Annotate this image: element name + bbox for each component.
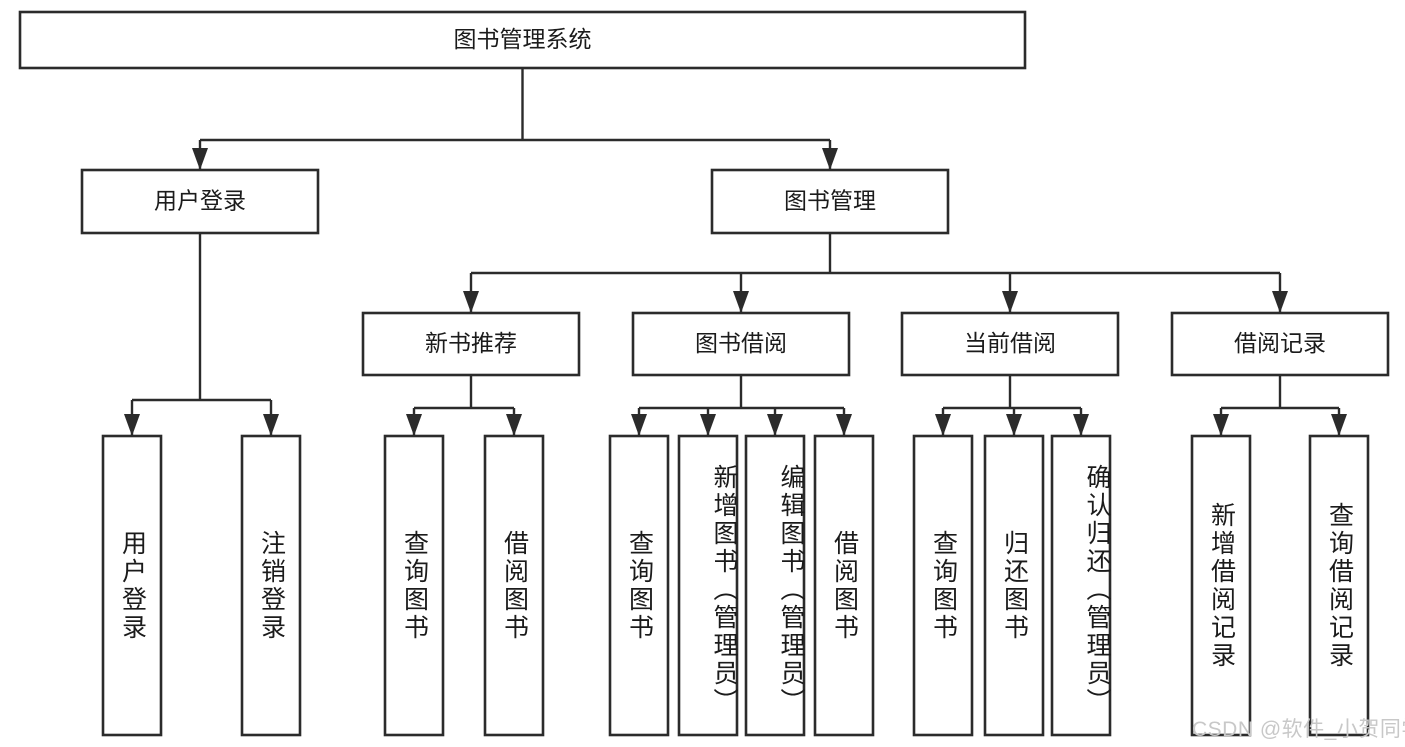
watermark-text: CSDN @软件_小贺同学 — [1192, 718, 1405, 741]
level3-box-借阅记录-3[interactable] — [1170, 311, 1390, 377]
arrow-icon-current-borrow-2 — [1073, 414, 1089, 436]
leaf-box-确认归还管理员-10[interactable] — [1050, 434, 1112, 737]
level3-box-新书推荐-0[interactable] — [361, 311, 581, 377]
leaf-box-归还图书-9[interactable] — [983, 434, 1045, 737]
leaf-box-查询图书-8[interactable] — [912, 434, 974, 737]
arrow-icon-new-book-1 — [506, 414, 522, 436]
level2-label-用户登录-0: 用户登录 — [154, 188, 246, 214]
root-label-图书管理系统: 图书管理系统 — [454, 26, 592, 52]
arrow-icon-book-borrow-2 — [767, 414, 783, 436]
arrow-icon-book-borrow-3 — [836, 414, 852, 436]
level3-label-当前借阅-2: 当前借阅 — [964, 330, 1056, 356]
arrow-icon-user-login-0 — [124, 414, 140, 436]
leaf-box-查询借阅记录-12[interactable] — [1308, 434, 1370, 737]
level2-label-图书管理-1: 图书管理 — [784, 188, 876, 214]
arrow-icon-current-borrow-0 — [935, 414, 951, 436]
level3-box-图书借阅-1[interactable] — [631, 311, 851, 377]
arrow-icon-book-mgmt-0 — [463, 291, 479, 313]
level3-label-图书借阅-1: 图书借阅 — [695, 330, 787, 356]
level2-box-图书管理-1[interactable] — [710, 168, 950, 235]
arrow-icon-book-borrow-1 — [700, 414, 716, 436]
arrow-icon-current-borrow-1 — [1006, 414, 1022, 436]
leaf-box-新增借阅记录-11[interactable] — [1190, 434, 1252, 737]
arrow-icon-root-1 — [822, 148, 838, 170]
leaf-box-编辑图书管理员-6[interactable] — [744, 434, 806, 737]
level3-label-借阅记录-3: 借阅记录 — [1234, 330, 1326, 356]
leaf-box-借阅图书-3[interactable] — [483, 434, 545, 737]
connector-layer — [124, 68, 1347, 436]
arrow-icon-new-book-0 — [406, 414, 422, 436]
leaf-box-借阅图书-7[interactable] — [813, 434, 875, 737]
level3-label-新书推荐-0: 新书推荐 — [425, 330, 517, 356]
level2-box-用户登录-0[interactable] — [80, 168, 320, 235]
leaf-box-新增图书管理员-5[interactable] — [677, 434, 739, 737]
arrow-icon-borrow-record-1 — [1331, 414, 1347, 436]
leaf-box-注销登录-1[interactable] — [240, 434, 302, 737]
root-box-图书管理系统[interactable] — [18, 10, 1027, 70]
arrow-icon-user-login-1 — [263, 414, 279, 436]
arrow-icon-book-mgmt-1 — [733, 291, 749, 313]
arrow-icon-book-borrow-0 — [631, 414, 647, 436]
leaf-box-用户登录-0[interactable] — [101, 434, 163, 737]
arrow-icon-book-mgmt-2 — [1002, 291, 1018, 313]
leaf-box-查询图书-2[interactable] — [383, 434, 445, 737]
level3-box-当前借阅-2[interactable] — [900, 311, 1120, 377]
leaf-box-查询图书-4[interactable] — [608, 434, 670, 737]
arrow-icon-root-0 — [192, 148, 208, 170]
arrow-icon-borrow-record-0 — [1213, 414, 1229, 436]
arrow-icon-book-mgmt-3 — [1272, 291, 1288, 313]
